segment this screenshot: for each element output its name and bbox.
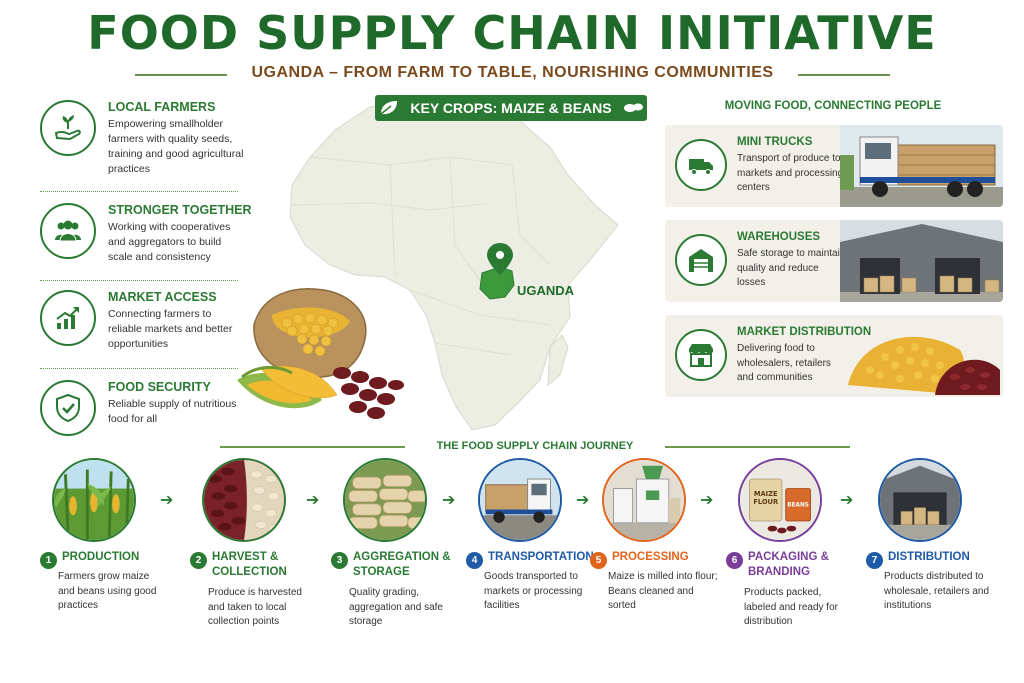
subtitle-rule-left	[135, 74, 227, 76]
step-number: 7	[866, 552, 883, 569]
beans-bag-label: BEANS	[787, 503, 809, 509]
aggregation-image	[343, 458, 427, 542]
step-desc: Products distributed to wholesale, retai…	[884, 571, 990, 611]
market-stall-icon	[675, 329, 727, 381]
warehouse-icon	[675, 234, 727, 286]
growth-chart-icon	[40, 290, 96, 346]
step-desc: Farmers grow maize and beans using good …	[58, 571, 157, 611]
card-warehouses: WAREHOUSES Safe storage to maintain qual…	[665, 220, 1003, 302]
mini-truck-photo	[840, 125, 1003, 207]
card-mini-trucks: MINI TRUCKS Transport of produce to mark…	[665, 125, 1003, 207]
left-item-title: MARKET ACCESS	[108, 290, 217, 304]
left-item-local-farmers: LOCAL FARMERS Empowering smallholder far…	[40, 100, 243, 180]
journey-heading: THE FOOD SUPPLY CHAIN JOURNEY	[436, 440, 634, 452]
warehouse-photo	[840, 220, 1003, 302]
step-number: 1	[40, 552, 57, 569]
uganda-label: UGANDA	[517, 283, 575, 298]
card-desc: Safe storage to maintain quality and red…	[737, 248, 846, 288]
left-item-desc: Working with cooperatives and aggregator…	[108, 221, 231, 263]
arrow-right-icon: ➔	[700, 492, 714, 509]
step-title: AGGREGATION & STORAGE	[353, 551, 451, 578]
left-item-desc: Empowering smallholder farmers with qual…	[108, 118, 244, 175]
card-desc: Delivering food to wholesalers, retailer…	[737, 343, 831, 383]
production-image	[52, 458, 136, 542]
left-item-title: LOCAL FARMERS	[108, 100, 216, 114]
subtitle-bar: UGANDA – FROM FARM TO TABLE, NOURISHING …	[135, 62, 890, 86]
journey-heading-bar: THE FOOD SUPPLY CHAIN JOURNEY	[220, 440, 850, 454]
journey-rule-right	[665, 446, 850, 448]
processing-image	[602, 458, 686, 542]
left-item-food-security: FOOD SECURITY Reliable supply of nutriti…	[40, 380, 240, 460]
maize-beans-pile-photo	[848, 336, 1000, 395]
left-item-title: FOOD SECURITY	[108, 380, 211, 394]
step-desc: Goods transported to markets or processi…	[484, 571, 583, 611]
maize-beans-sack-illustration	[237, 288, 404, 419]
africa-map	[289, 98, 619, 431]
step-title: PRODUCTION	[62, 551, 140, 563]
left-item-market-access: MARKET ACCESS Connecting farmers to reli…	[40, 290, 240, 370]
step-title: DISTRIBUTION	[888, 551, 970, 563]
leaf-icon	[380, 101, 398, 115]
step-title: PACKAGING & BRANDING	[748, 551, 829, 578]
step-title: HARVEST & COLLECTION	[212, 551, 287, 578]
step-title: TRANSPORTATION	[488, 551, 594, 563]
step-desc: Maize is milled into flour; Beans cleane…	[608, 571, 718, 611]
step-desc: Products packed, labeled and ready for d…	[744, 587, 838, 627]
page-title: FOOD SUPPLY CHAIN INITIATIVE	[87, 6, 937, 60]
right-section-heading: MOVING FOOD, CONNECTING PEOPLE	[724, 100, 942, 112]
card-title: WAREHOUSES	[737, 231, 821, 243]
shield-check-icon	[40, 380, 96, 436]
card-desc: Transport of produce to markets and proc…	[737, 153, 844, 193]
step-desc: Produce is harvested and taken to local …	[208, 587, 302, 627]
beans-icon	[623, 103, 643, 112]
step-number: 6	[726, 552, 743, 569]
people-group-icon	[40, 203, 96, 259]
harvest-image	[202, 458, 286, 542]
left-item-title: STRONGER TOGETHER	[108, 203, 252, 217]
key-crops-badge: KEY CROPS: MAIZE & BEANS	[375, 95, 647, 121]
divider	[40, 191, 238, 192]
step-desc: Quality grading, aggregation and safe st…	[349, 587, 443, 627]
step-number: 3	[331, 552, 348, 569]
arrow-right-icon: ➔	[442, 492, 456, 509]
step-number: 5	[590, 552, 607, 569]
truck-icon	[675, 139, 727, 191]
hand-plant-icon	[40, 100, 96, 156]
subtitle-rule-right	[798, 74, 890, 76]
arrow-right-icon: ➔	[306, 492, 320, 509]
key-crops-label: KEY CROPS: MAIZE & BEANS	[410, 100, 612, 116]
distribution-image	[878, 458, 962, 542]
left-item-desc: Reliable supply of nutritious food for a…	[108, 398, 237, 425]
transportation-image	[478, 458, 562, 542]
divider	[40, 368, 238, 369]
step-number: 4	[466, 552, 483, 569]
arrow-right-icon: ➔	[840, 492, 854, 509]
left-item-stronger-together: STRONGER TOGETHER Working with cooperati…	[40, 203, 252, 283]
card-title: MINI TRUCKS	[737, 136, 813, 148]
card-market-distribution: MARKET DISTRIBUTION Delivering food to w…	[665, 315, 1003, 397]
step-title: PROCESSING	[612, 551, 689, 563]
location-pin-icon	[487, 243, 513, 275]
arrow-right-icon: ➔	[576, 492, 590, 509]
arrow-right-icon: ➔	[160, 492, 174, 509]
page-subtitle: UGANDA – FROM FARM TO TABLE, NOURISHING …	[251, 64, 774, 81]
step-number: 2	[190, 552, 207, 569]
divider	[40, 280, 238, 281]
left-item-desc: Connecting farmers to reliable markets a…	[108, 308, 233, 350]
journey-rule-left	[220, 446, 405, 448]
card-title: MARKET DISTRIBUTION	[737, 326, 872, 338]
